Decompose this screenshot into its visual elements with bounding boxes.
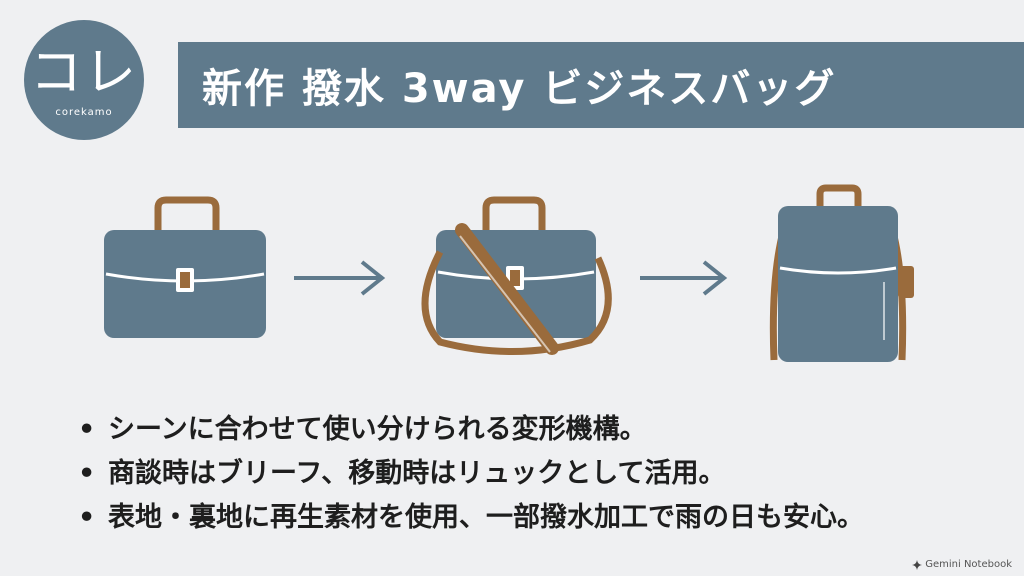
list-item: • 商談時はブリーフ、移動時はリュックとして活用。 <box>78 452 864 496</box>
list-item-text: 表地・裏地に再生素材を使用、一部撥水加工で雨の日も安心。 <box>108 502 864 533</box>
page-title: 新作 撥水 3way ビジネスバッグ <box>202 66 837 112</box>
arrow-right-icon <box>640 260 728 296</box>
logo-subtext: corekamo <box>55 106 113 118</box>
feature-list: • シーンに合わせて使い分けられる変形機構。 • 商談時はブリーフ、移動時はリュ… <box>78 408 864 540</box>
list-item-text: シーンに合わせて使い分けられる変形機構。 <box>108 414 647 445</box>
bullet-marker: • <box>78 414 96 445</box>
briefcase-icon <box>104 196 266 338</box>
bullet-marker: • <box>78 502 96 533</box>
list-item-text: 商談時はブリーフ、移動時はリュックとして活用。 <box>108 458 726 489</box>
logo-text: コレ <box>29 42 138 103</box>
bag-illustrations <box>104 184 914 362</box>
brand-logo: コレ corekamo <box>24 20 144 140</box>
list-item: • 表地・裏地に再生素材を使用、一部撥水加工で雨の日も安心。 <box>78 496 864 540</box>
arrow-right-icon <box>294 260 386 296</box>
footer-text: Gemini Notebook <box>925 559 1012 570</box>
footer: Gemini Notebook <box>912 559 1012 570</box>
backpack-icon <box>769 184 914 362</box>
bullet-marker: • <box>78 458 96 489</box>
list-item: • シーンに合わせて使い分けられる変形機構。 <box>78 408 864 452</box>
shoulder-bag-icon <box>421 196 612 356</box>
title-banner: 新作 撥水 3way ビジネスバッグ <box>178 42 1024 128</box>
gemini-icon <box>912 559 923 570</box>
